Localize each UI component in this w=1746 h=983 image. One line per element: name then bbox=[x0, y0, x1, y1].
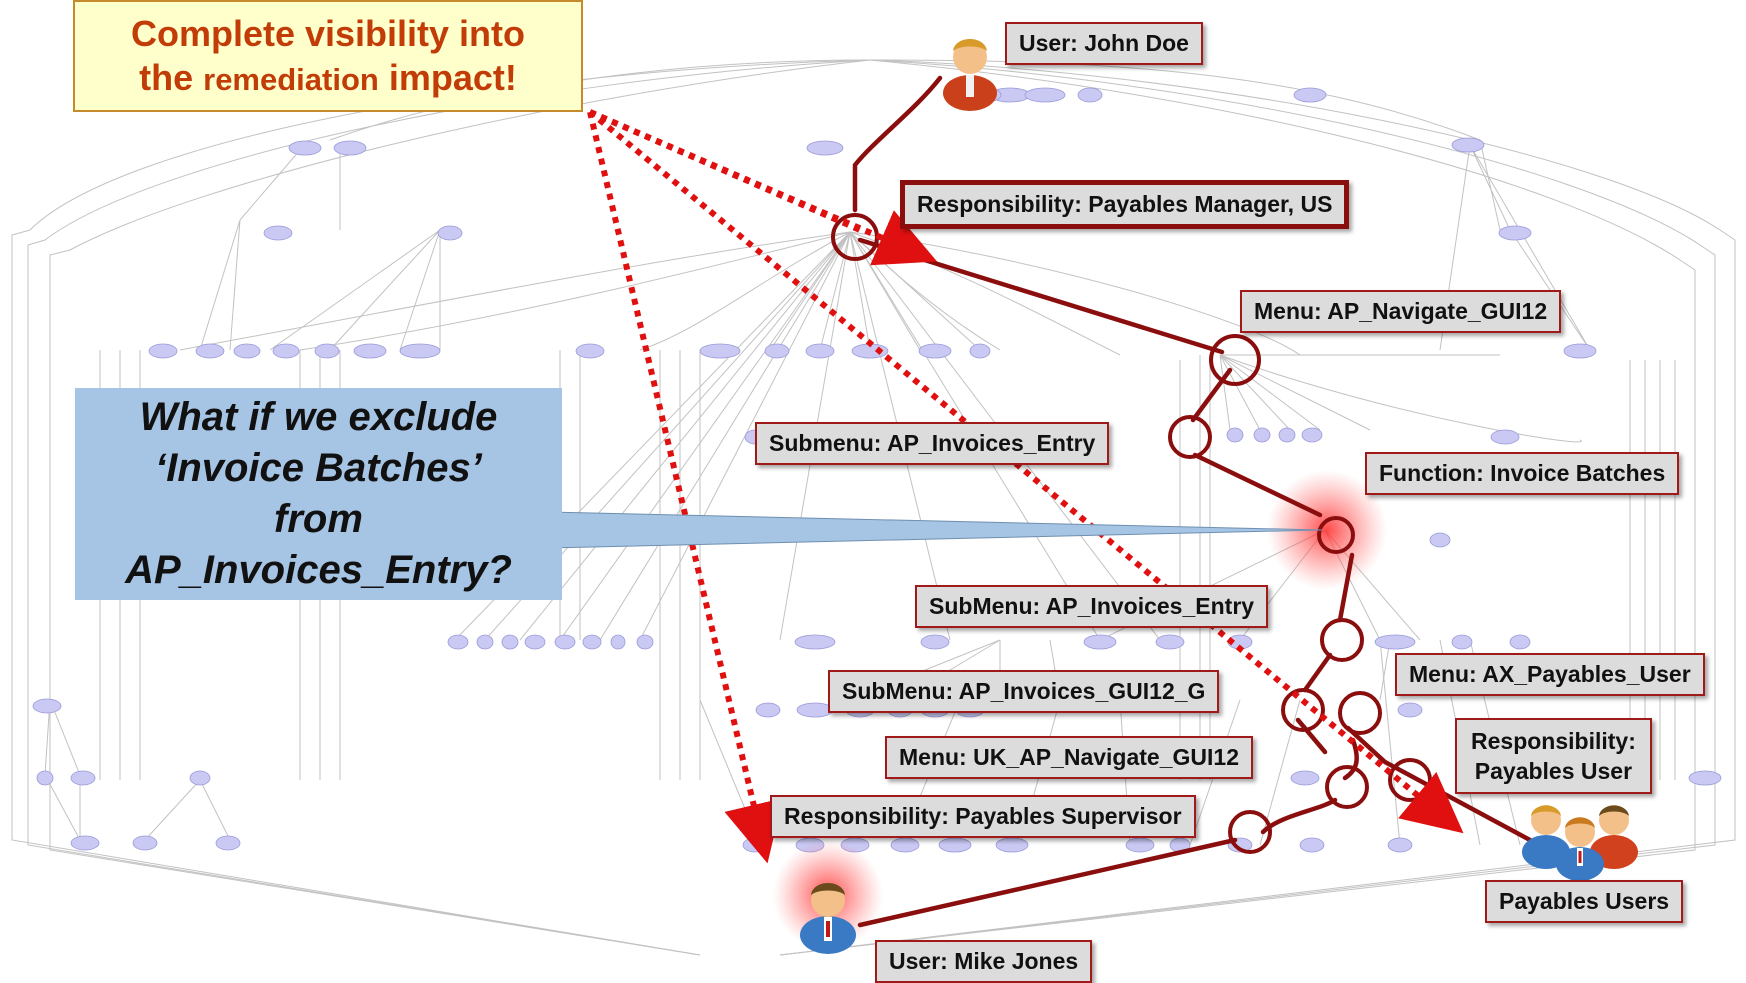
dependency-path bbox=[852, 75, 1533, 928]
label-submenu-ap-invoices-entry: Submenu: AP_Invoices_Entry bbox=[755, 422, 1110, 465]
label-function-invoice-batches: Function: Invoice Batches bbox=[1365, 452, 1680, 495]
label-responsibility-payables-user: Responsibility: Payables User bbox=[1455, 718, 1652, 794]
callout-word-impact: impact! bbox=[388, 57, 517, 98]
callout-dotted-arrows bbox=[587, 109, 1464, 864]
person-icon bbox=[800, 883, 856, 954]
label-menu-ap-navigate: Menu: AP_Navigate_GUI12 bbox=[1240, 290, 1562, 333]
label-payables-users: Payables Users bbox=[1485, 880, 1684, 923]
people-group-icon bbox=[1522, 805, 1638, 881]
label-menu-uk-ap-navigate: Menu: UK_AP_Navigate_GUI12 bbox=[885, 736, 1253, 779]
question-line-2: ‘Invoice Batches’ bbox=[155, 446, 482, 490]
callout-line-1: Complete visibility into bbox=[130, 13, 526, 54]
callout-word-the: the bbox=[139, 57, 194, 98]
label-submenu-ap-invoices-entry-2: SubMenu: AP_Invoices_Entry bbox=[915, 585, 1269, 628]
label-submenu-ap-invoices-gui12: SubMenu: AP_Invoices_GUI12_G bbox=[828, 670, 1220, 713]
what-if-question-box: What if we exclude ‘Invoice Batches’ fro… bbox=[75, 388, 562, 600]
impact-callout: Complete visibility into the remediation… bbox=[73, 0, 583, 112]
label-user-john-doe: User: John Doe bbox=[1005, 22, 1203, 65]
label-responsibility-payables-supervisor: Responsibility: Payables Supervisor bbox=[770, 795, 1196, 838]
question-line-4: AP_Invoices_Entry? bbox=[125, 548, 512, 592]
person-icon bbox=[943, 39, 997, 111]
label-user-mike-jones: User: Mike Jones bbox=[875, 940, 1093, 983]
path-node-circles bbox=[831, 213, 1432, 854]
question-line-1: What if we exclude bbox=[139, 395, 498, 439]
label-responsibility-payables-user-line1: Responsibility: bbox=[1471, 728, 1636, 754]
question-callout-pointer bbox=[547, 511, 1323, 549]
label-responsibility-payables-user-line2: Payables User bbox=[1474, 758, 1633, 784]
label-responsibility-payables-manager: Responsibility: Payables Manager, US bbox=[900, 180, 1350, 229]
label-menu-ax-payables-user: Menu: AX_Payables_User bbox=[1395, 653, 1705, 696]
question-line-3: from bbox=[274, 497, 363, 541]
callout-word-remediation: remediation bbox=[203, 62, 379, 97]
